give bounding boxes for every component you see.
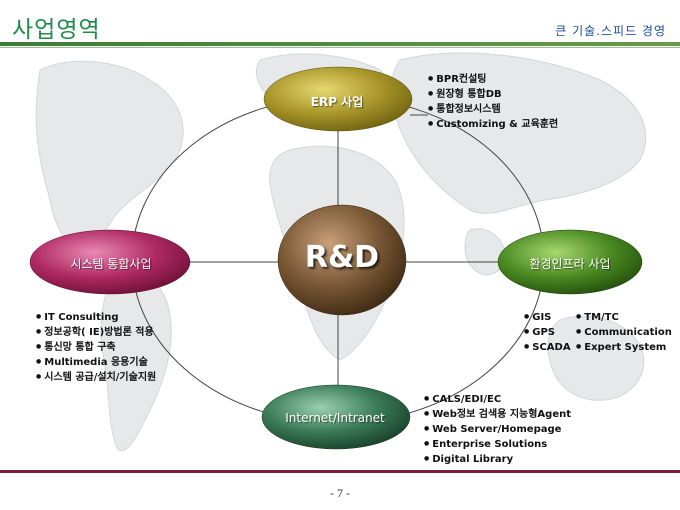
list-item: GIS	[524, 310, 571, 325]
list-item: IT Consulting	[36, 310, 156, 325]
environment-item-list-left: GIS GPS SCADA	[524, 310, 571, 355]
list-item: 통합정보시스템	[428, 102, 558, 117]
list-item: 통신망 통합 구축	[36, 340, 156, 355]
system-integration-label: 시스템 통합사업	[70, 257, 152, 271]
list-item: Web정보 검색용 지능형Agent	[424, 407, 571, 422]
node-erp	[263, 66, 413, 132]
list-item: TM/TC	[576, 310, 672, 325]
header-divider-thin	[0, 47, 680, 48]
erp-item-list: BPR컨설팅 원장형 통합DB 통합정보시스템 Customizing & 교육…	[428, 72, 558, 132]
node-system-integration	[29, 229, 191, 295]
list-item: Enterprise Solutions	[424, 437, 571, 452]
page-number: - 7 -	[330, 486, 350, 500]
list-item: SCADA	[524, 340, 570, 355]
list-item: 시스템 공급/설치/기술지원	[36, 370, 156, 385]
list-item: Customizing & 교육훈련	[428, 117, 558, 132]
page-title: 사업영역	[12, 17, 101, 43]
node-rnd-center	[277, 204, 407, 316]
list-item: Web Server/Homepage	[424, 422, 571, 437]
list-item: Multimedia 응용기술	[36, 355, 156, 370]
list-item: CALS/EDI/EC	[424, 392, 571, 407]
erp-label: ERP 사업	[310, 95, 364, 109]
footer-divider	[0, 470, 680, 473]
list-item: Digital Library	[424, 452, 571, 467]
system-integration-item-list: IT Consulting 정보공학( IE)방법론 적용 통신망 통합 구축 …	[36, 310, 156, 385]
rnd-label: R&D	[304, 240, 380, 275]
list-item: Communication	[576, 325, 672, 340]
list-item: Expert System	[576, 340, 672, 355]
environment-item-list-right: TM/TC Communication Expert System	[576, 310, 672, 355]
internet-item-list: CALS/EDI/EC Web정보 검색용 지능형Agent Web Serve…	[424, 392, 571, 467]
list-item: BPR컨설팅	[428, 72, 558, 87]
list-item: 정보공학( IE)방법론 적용	[36, 325, 156, 340]
list-item: 원장형 통합DB	[428, 87, 558, 102]
internet-intranet-label: Internet/Intranet	[285, 411, 385, 425]
node-internet-intranet	[261, 384, 411, 450]
header-divider	[0, 42, 680, 46]
node-environment-infra	[497, 229, 643, 295]
list-item: GPS	[524, 325, 571, 340]
environment-infra-label: 환경인프라 사업	[529, 257, 611, 271]
page-subtitle: 큰 기술.스피드 경영	[555, 24, 666, 38]
